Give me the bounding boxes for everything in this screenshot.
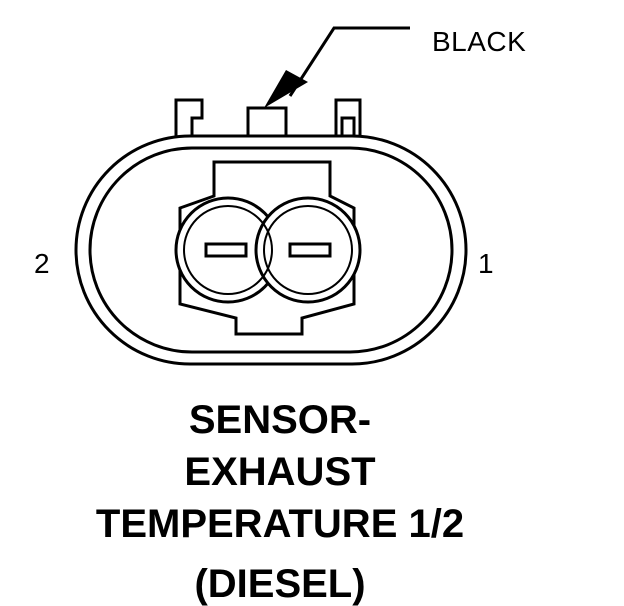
terminal-slot-2: [204, 242, 248, 258]
pin-number-2: 2: [34, 248, 50, 279]
terminal-slot-1: [288, 242, 332, 258]
callout-arrowhead: [264, 70, 308, 108]
title-line-2: EXHAUST: [184, 450, 376, 494]
title-line-4: (DIESEL): [194, 562, 366, 606]
title-line-3: TEMPERATURE 1/2: [95, 502, 465, 546]
title-line-1: SENSOR-: [188, 398, 372, 442]
callout-leader-line: [288, 26, 410, 97]
wire-color-label: BLACK: [432, 26, 527, 57]
pin-number-1: 1: [478, 248, 494, 279]
connector-housing-inner: [88, 146, 454, 354]
